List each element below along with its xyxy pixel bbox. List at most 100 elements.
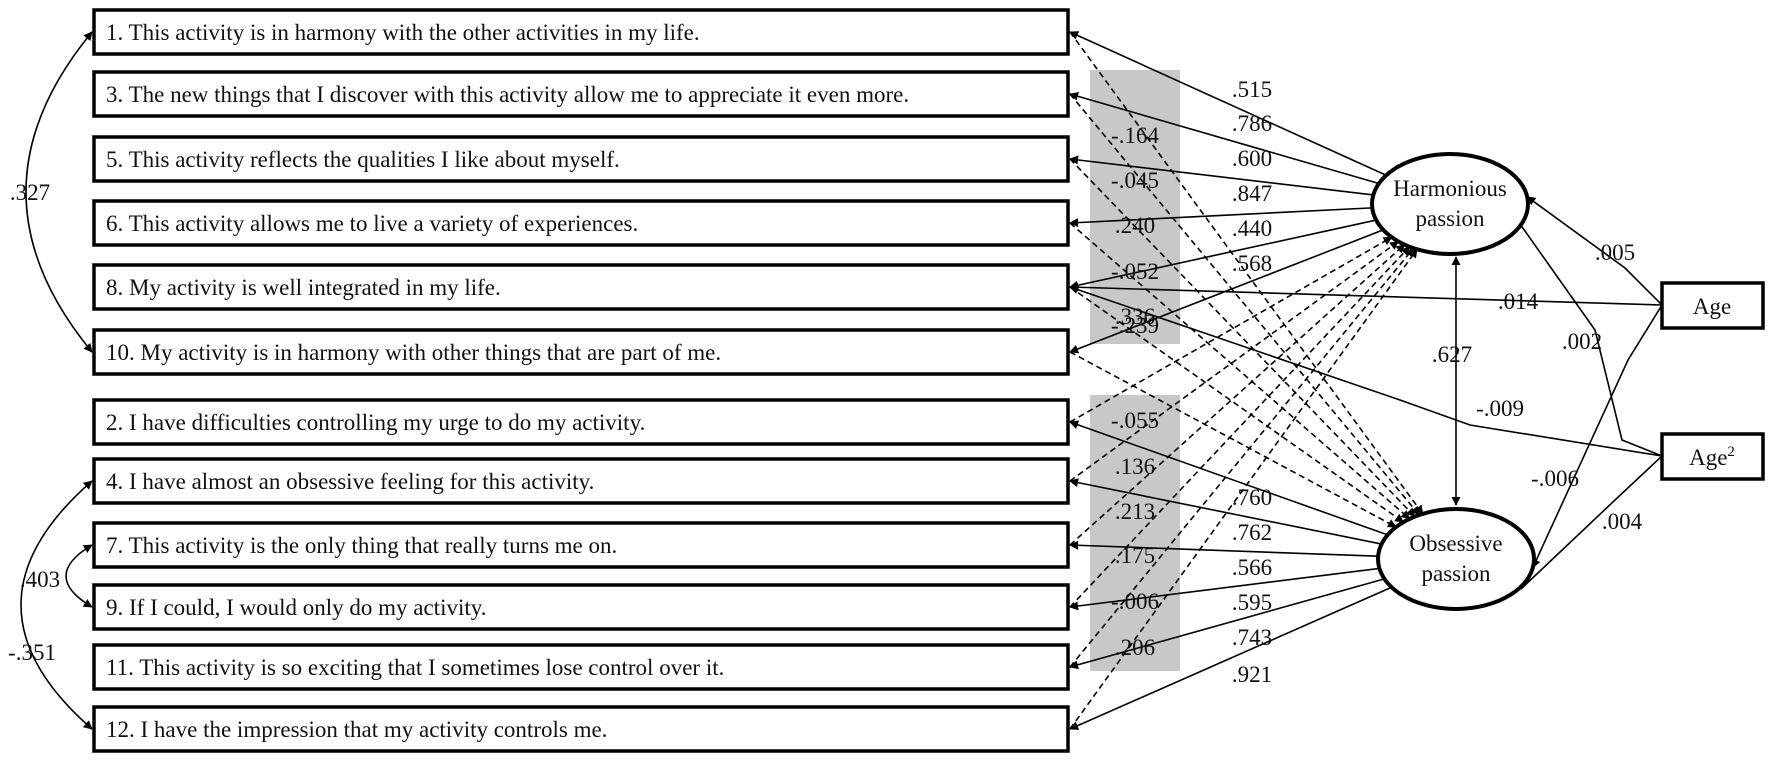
obsessive-item-box: [92, 705, 1070, 753]
cross-loading-value: -.045: [1111, 168, 1159, 193]
age2-to-item8-path: [1069, 285, 1663, 457]
cross-loading-path-to-obsessive: [1069, 286, 1405, 523]
cross-loading-path-to-harmonious: [1069, 240, 1400, 482]
cross-loading-value: .206: [1115, 635, 1155, 660]
harmonious-loading-path: [1069, 31, 1387, 176]
harmonious-label-line1: Harmonious: [1393, 176, 1507, 201]
cross-loading-path-to-obsessive: [1069, 351, 1397, 528]
cross-loading-path-to-obsessive: [1069, 222, 1411, 520]
obsessive-loading-path: [1069, 478, 1382, 545]
item4-item12-correlation: [20, 480, 93, 730]
item1-item10-correlation: [25, 31, 93, 353]
obsessive-item-label: 2. I have difficulties controlling my ur…: [106, 410, 645, 435]
harmonious-item-box: [92, 8, 1070, 56]
cross-loading-value: .136: [1115, 454, 1155, 479]
obsessive-loading-value: .762: [1232, 520, 1272, 545]
item1-item10-correlation-value: .327: [10, 180, 50, 205]
obsessive-loading-value: .743: [1232, 625, 1272, 650]
harmonious-loading-value: .847: [1232, 181, 1272, 206]
obsessive-item-label: 7. This activity is the only thing that …: [106, 533, 617, 558]
harmonious-item-box: [92, 199, 1070, 247]
cross-loading-value: -.006: [1111, 589, 1159, 614]
cross-loading-value: .213: [1115, 499, 1155, 524]
harmonious-item-box: [92, 70, 1070, 118]
harmonious-item-box: [92, 263, 1070, 311]
age-squared-label: Age2: [1689, 444, 1735, 470]
cross-loading-value: -.052: [1111, 259, 1159, 284]
obsessive-item-box: [92, 521, 1070, 569]
cross-loading-path-to-obsessive: [1069, 158, 1416, 518]
item7-item9-correlation: [65, 544, 93, 608]
harmonious-loading-path: [1069, 207, 1373, 228]
harmonious-passion-factor: [1370, 152, 1530, 256]
obsessive-loading-value: .595: [1232, 590, 1272, 615]
obsessive-item-label: 4. I have almost an obsessive feeling fo…: [106, 469, 594, 494]
harmonious-label-line2: passion: [1416, 206, 1486, 231]
age-to-obsessive-path: [1532, 304, 1663, 569]
age2-to-hp-value: .002: [1562, 329, 1602, 354]
cross-loading-value: -.164: [1111, 123, 1159, 148]
cross-loading-value: .240: [1115, 213, 1155, 238]
harmonious-item-label: 5. This activity reflects the qualities …: [106, 147, 620, 172]
obsessive-item-box: [92, 583, 1070, 631]
age2-to-item8-value: -.009: [1476, 396, 1524, 421]
harmonious-item-label: 3. The new things that I discover with t…: [106, 82, 909, 107]
harmonious-loading-path: [1069, 229, 1384, 354]
obsessive-item-box: [92, 457, 1070, 505]
harmonious-loading-path: [1069, 155, 1374, 196]
cross-loading-path-to-harmonious: [1069, 236, 1393, 423]
cross-loading-value: .336: [1115, 304, 1155, 329]
age-to-item8-value: .014: [1498, 289, 1539, 314]
obsessive-loading-value: .566: [1232, 555, 1272, 580]
harmonious-item-label: 1. This activity is in harmony with the …: [106, 20, 700, 45]
age-to-item8-path: [1069, 282, 1663, 306]
item7-item9-correlation-value: .403: [20, 567, 60, 592]
cross-loading-shade-bottom: [1090, 395, 1180, 671]
obsessive-loading-value: .760: [1232, 485, 1272, 510]
age2-to-obsessive-path: [1520, 455, 1663, 590]
harmonious-loading-value: .440: [1232, 216, 1272, 241]
obsessive-item-label: 9. If I could, I would only do my activi…: [106, 595, 487, 620]
cross-loading-path-to-harmonious: [1069, 246, 1411, 608]
harmonious-loading-path: [1069, 91, 1380, 185]
factor-correlation-value: .627: [1432, 342, 1472, 367]
obsessive-item-label: 11. This activity is so exciting that I …: [106, 655, 724, 680]
harmonious-item-label: 10. My activity is in harmony with other…: [106, 340, 721, 365]
obsessive-loading-path: [1069, 586, 1392, 730]
obsessive-passion-factor: [1376, 507, 1536, 611]
obsessive-loading-path: [1069, 420, 1388, 536]
age-to-hp-value: .005: [1595, 240, 1635, 265]
cross-loading-shade-top: [1090, 70, 1180, 344]
obsessive-loading-path: [1069, 578, 1385, 670]
harmonious-loading-value: .600: [1232, 146, 1272, 171]
cross-loading-path-to-harmonious: [1069, 247, 1415, 668]
obsessive-label-line1: Obsessive: [1409, 531, 1502, 556]
age2-to-op-value: .004: [1602, 509, 1643, 534]
age-box: [1660, 281, 1765, 330]
obsessive-loading-path: [1069, 540, 1379, 557]
harmonious-loading-path: [1069, 219, 1377, 290]
obsessive-loading-value: .921: [1232, 662, 1272, 687]
age2-to-harmonious-path: [1519, 223, 1663, 457]
age-to-op-value: -.006: [1531, 466, 1579, 491]
age-to-harmonious-path: [1526, 196, 1663, 306]
age-squared-box: [1660, 432, 1765, 481]
cross-loading-path-to-obsessive: [1069, 93, 1420, 516]
age-label: Age: [1693, 294, 1731, 319]
obsessive-item-box: [92, 398, 1070, 446]
cross-loading-path-to-harmonious: [1069, 248, 1418, 730]
harmonious-loading-value: .786: [1232, 111, 1272, 136]
obsessive-item-label: 12. I have the impression that my activi…: [106, 717, 607, 742]
item4-item12-correlation-value: -.351: [8, 640, 56, 665]
obsessive-label-line2: passion: [1422, 561, 1492, 586]
obsessive-loading-path: [1069, 567, 1380, 611]
cross-loading-value: -.239: [1111, 313, 1159, 338]
cross-loading-value: -.055: [1111, 408, 1159, 433]
harmonious-item-box: [92, 328, 1070, 376]
cross-loading-value: .175: [1115, 543, 1155, 568]
harmonious-item-box: [92, 135, 1070, 183]
harmonious-item-label: 8. My activity is well integrated in my …: [106, 275, 501, 300]
harmonious-loading-value: .568: [1232, 251, 1272, 276]
harmonious-item-label: 6. This activity allows me to live a var…: [106, 211, 638, 236]
